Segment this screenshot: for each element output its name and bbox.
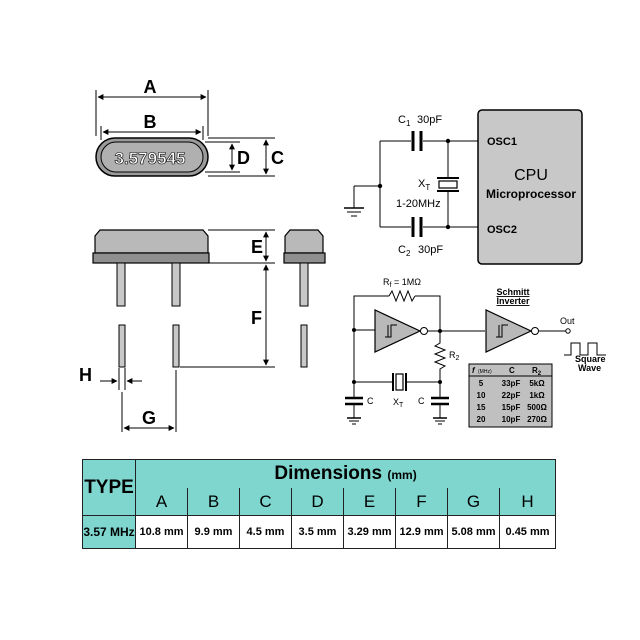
cpu-oscillator-circuit: C1 30pF C2 30pF XT 1-20MHz OSC1 OSC2 CPU… [344,109,583,265]
svg-text:C1: C1 [398,114,411,128]
svg-text:Wave: Wave [578,363,601,373]
pin-left-lower [118,324,126,368]
svg-text:10pF: 10pF [502,415,521,424]
schmitt-inverter-circuit: Rf = 1MΩ Out Schmitt Inverter Square Wav… [345,277,606,428]
svg-text:R2: R2 [449,350,460,362]
svg-text:XT: XT [393,397,404,409]
c1-value: 30pF [417,114,442,126]
dim-label-g: G [142,408,156,428]
schmitt-inverter-1 [374,309,422,353]
value-f: 12.9 mm [395,515,448,549]
crystal-side-view: E F H G [79,229,275,432]
dim-label-h: H [79,365,92,385]
svg-text:C: C [418,396,425,406]
svg-text:10: 10 [477,391,486,400]
svg-text:5: 5 [479,379,484,388]
cpu-title: CPU [514,167,548,184]
resistor-rf [388,289,416,303]
svg-text:Square: Square [575,354,606,364]
col-header-d: D [291,488,344,516]
dim-label-e: E [251,237,263,257]
type-header: TYPE [82,459,136,516]
dim-label-d: D [237,148,250,168]
col-header-e: E [343,488,396,516]
col-header-b: B [187,488,240,516]
value-a: 10.8 mm [135,515,188,549]
value-e: 3.29 mm [343,515,396,549]
value-h: 0.45 mm [498,515,557,549]
dim-label-f: F [251,308,262,328]
svg-text:Rf = 1MΩ: Rf = 1MΩ [383,277,421,289]
svg-text:C: C [509,366,515,375]
svg-text:XT: XT [418,178,430,192]
col-header-a: A [135,488,188,516]
row-type-value: 3.57 MHz [82,515,136,549]
svg-text:15: 15 [477,403,486,412]
col-header-c: C [239,488,292,516]
dim-label-a: A [144,77,157,97]
dim-label-c: C [271,148,284,168]
resistor-r2 [433,331,447,397]
col-header-f: F [395,488,448,516]
crystal-marking: 3.579545 [115,149,186,168]
svg-text:(MHz): (MHz) [478,369,492,375]
value-c: 4.5 mm [239,515,292,549]
frequency-table: f (MHz) C R2 5 33pF 5kΩ 10 22pF 1kΩ 15 1… [468,363,553,428]
svg-text:C2: C2 [398,244,411,258]
svg-text:15pF: 15pF [502,403,521,412]
square-wave-icon [564,342,606,356]
crystal-top-inner [100,141,204,173]
pin-right-upper [171,262,181,307]
value-b: 9.9 mm [187,515,240,549]
svg-text:22pF: 22pF [502,391,521,400]
svg-text:C: C [367,396,374,406]
col-header-g: G [447,488,500,516]
value-g: 5.08 mm [447,515,500,549]
pin-right-lower [172,324,180,368]
cpu-box [477,109,583,265]
svg-text:33pF: 33pF [502,379,521,388]
dimensions-table: TYPE Dimensions (mm) A B C D E F G H 3.5… [82,459,557,549]
svg-text:1kΩ: 1kΩ [529,391,545,400]
dimensions-title: Dimensions (mm) [134,459,557,488]
svg-text:f: f [472,366,476,375]
crystal-end-view [283,229,326,368]
svg-text:270Ω: 270Ω [527,415,547,424]
dim-label-b: B [144,112,157,132]
dimensions-unit: (mm) [387,468,417,482]
schmitt-inverter-2 [485,309,533,353]
pin-left-upper [116,262,126,307]
col-header-h: H [498,488,557,516]
svg-text:R2: R2 [532,366,542,377]
crystal-xt [438,180,458,189]
svg-text:Schmitt: Schmitt [496,287,529,297]
osc2-label: OSC2 [487,224,517,236]
cpu-subtitle: Microprocessor [486,187,576,201]
out-label: Out [560,316,575,326]
crystal-top-view: 3.579545 A B D C [95,77,284,177]
osc1-label: OSC1 [487,136,517,148]
c2-value: 30pF [418,244,443,256]
crystal-xt-2 [395,373,404,391]
value-d: 3.5 mm [291,515,344,549]
freq-range: 1-20MHz [396,198,441,210]
svg-text:Inverter: Inverter [496,296,530,306]
svg-text:500Ω: 500Ω [527,403,547,412]
svg-text:5kΩ: 5kΩ [529,379,545,388]
svg-text:20: 20 [477,415,486,424]
